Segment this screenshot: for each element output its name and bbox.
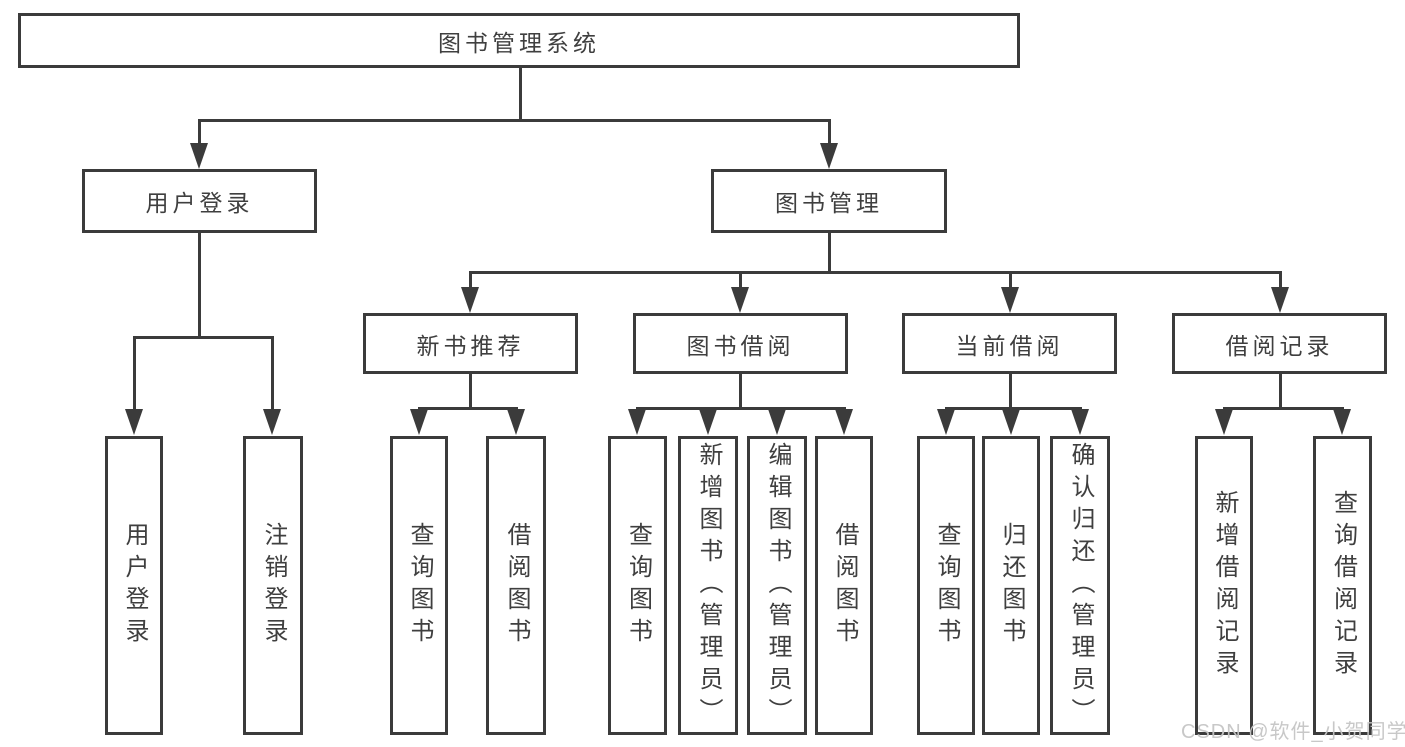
edge-user-login-stem: [197, 233, 201, 337]
leaf-nb-borrow-books-label: 借阅图书: [503, 521, 530, 650]
leaf-nb-borrow-books: 借阅图书: [486, 436, 546, 735]
arrowhead-nb-query: [410, 409, 428, 435]
edge-drop-book-borrow: [738, 271, 742, 288]
arrowhead-logout-leaf: [263, 409, 281, 435]
arrowhead-book-borrow: [731, 287, 749, 313]
edge-drop-borrow-records: [1278, 271, 1282, 288]
leaf-cb-return-books-label: 归还图书: [998, 521, 1025, 650]
csdn-watermark: CSDN @软件_小贺同学: [1181, 721, 1405, 743]
arrowhead-bb-add: [699, 409, 717, 435]
edge-current-borrow-connector: [944, 406, 1082, 410]
arrowhead-br-query: [1333, 409, 1351, 435]
edge-current-borrow-stem: [1008, 374, 1012, 408]
node-new-book-recommend-label: 新书推荐: [416, 332, 525, 359]
edge-borrow-records-connector: [1222, 406, 1344, 410]
arrowhead-borrow-records: [1271, 287, 1289, 313]
node-library-system-label: 图书管理系统: [438, 29, 600, 56]
edge-level3-connector: [468, 270, 1282, 274]
arrowhead-current-borrow: [1001, 287, 1019, 313]
node-borrow-records: 借阅记录: [1172, 313, 1387, 374]
node-user-login: 用户登录: [82, 169, 317, 233]
edge-drop-logout-leaf: [270, 336, 274, 410]
leaf-bb-edit-books-admin: 编辑图书（管理员）: [747, 436, 807, 735]
leaf-user-login: 用户登录: [105, 436, 163, 735]
leaf-bb-query-books-label: 查询图书: [624, 521, 652, 650]
arrowhead-cb-query: [937, 409, 955, 435]
leaf-bb-borrow-books-label: 借阅图书: [831, 521, 858, 650]
node-book-borrow: 图书借阅: [633, 313, 848, 374]
leaf-logout-label: 注销登录: [260, 521, 287, 650]
leaf-logout: 注销登录: [243, 436, 303, 735]
edge-book-mgmt-stem: [827, 233, 831, 272]
edge-book-borrow-connector: [635, 406, 846, 410]
arrowhead-cb-confirm: [1071, 409, 1089, 435]
node-user-login-label: 用户登录: [145, 190, 254, 216]
edge-book-borrow-stem: [738, 374, 742, 408]
node-book-management: 图书管理: [711, 169, 947, 233]
node-current-borrow: 当前借阅: [902, 313, 1117, 374]
leaf-cb-query-books: 查询图书: [917, 436, 975, 735]
node-book-management-label: 图书管理: [775, 190, 883, 216]
arrowhead-nb-borrow: [507, 409, 525, 435]
arrowhead-bb-borrow: [835, 409, 853, 435]
leaf-br-add-record: 新增借阅记录: [1195, 436, 1253, 735]
leaf-bb-add-books-admin: 新增图书（管理员）: [678, 436, 738, 735]
arrowhead-bb-edit: [768, 409, 786, 435]
arrowhead-book-mgmt: [820, 143, 838, 169]
leaf-cb-return-books: 归还图书: [982, 436, 1040, 735]
node-new-book-recommend: 新书推荐: [363, 313, 578, 374]
leaf-cb-query-books-label: 查询图书: [933, 521, 960, 650]
edge-drop-user-login: [197, 119, 201, 145]
edge-drop-book-mgmt: [827, 119, 831, 145]
leaf-cb-confirm-return-admin-label: 确认归还（管理员）: [1067, 441, 1094, 730]
node-borrow-records-label: 借阅记录: [1225, 332, 1334, 359]
edge-drop-new-book: [468, 271, 472, 288]
leaf-nb-query-books: 查询图书: [390, 436, 448, 735]
edge-new-book-stem: [468, 374, 472, 408]
edge-user-login-connector: [132, 335, 274, 339]
node-current-borrow-label: 当前借阅: [955, 332, 1064, 359]
leaf-br-add-record-label: 新增借阅记录: [1211, 489, 1238, 682]
leaf-cb-confirm-return-admin: 确认归还（管理员）: [1050, 436, 1110, 735]
node-library-system: 图书管理系统: [18, 13, 1020, 68]
arrowhead-new-book: [461, 287, 479, 313]
edge-root-stem: [518, 68, 522, 120]
arrowhead-login-leaf: [125, 409, 143, 435]
leaf-bb-edit-books-admin-label: 编辑图书（管理员）: [764, 441, 791, 730]
edge-new-book-connector: [417, 406, 518, 410]
edge-root-connector: [197, 118, 831, 122]
arrowhead-br-add: [1215, 409, 1233, 435]
node-book-borrow-label: 图书借阅: [686, 332, 795, 359]
leaf-br-query-record: 查询借阅记录: [1313, 436, 1372, 735]
edge-drop-login-leaf: [132, 336, 136, 410]
arrowhead-user-login: [190, 143, 208, 169]
leaf-nb-query-books-label: 查询图书: [406, 521, 433, 650]
leaf-bb-borrow-books: 借阅图书: [815, 436, 873, 735]
edge-borrow-records-stem: [1278, 374, 1282, 408]
leaf-user-login-label: 用户登录: [121, 521, 148, 650]
arrowhead-bb-query: [628, 409, 646, 435]
arrowhead-cb-return: [1002, 409, 1020, 435]
leaf-bb-query-books: 查询图书: [608, 436, 667, 735]
leaf-bb-add-books-admin-label: 新增图书（管理员）: [695, 441, 722, 730]
edge-drop-current-borrow: [1008, 271, 1012, 288]
leaf-br-query-record-label: 查询借阅记录: [1329, 489, 1357, 682]
